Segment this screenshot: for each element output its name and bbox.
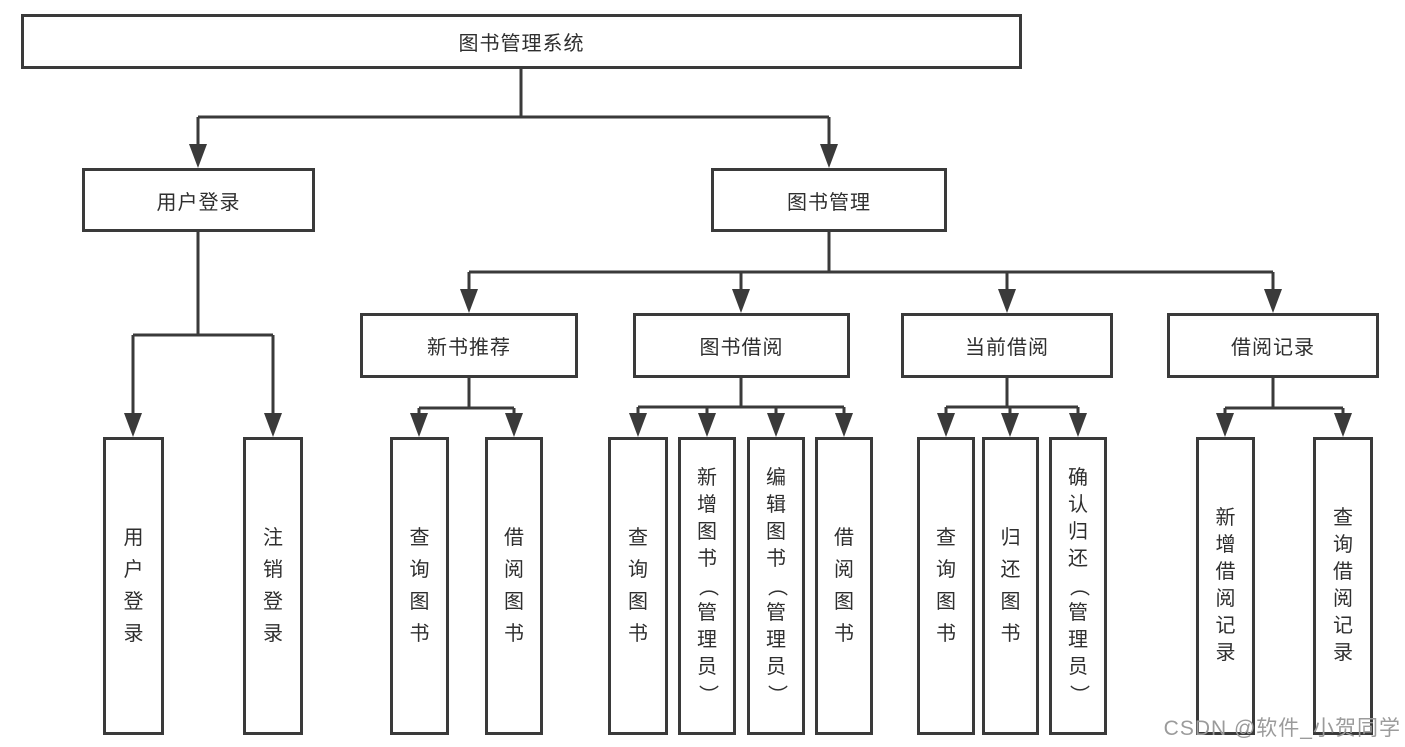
arrow-icon — [1334, 413, 1352, 437]
leaf-add-borrow-record: 新增借阅记录 — [1196, 437, 1255, 735]
leaf-query-borrow-record: 查询借阅记录 — [1313, 437, 1373, 735]
leaf-add-borrow-record-label: 新增借阅记录 — [1215, 507, 1236, 664]
node-borrowing-records: 借阅记录 — [1167, 313, 1379, 378]
leaf-query-books-recommend-label: 查询图书 — [409, 526, 430, 645]
leaf-query-books-recommend: 查询图书 — [390, 437, 449, 735]
leaf-add-book-admin: 新增图书（管理员） — [678, 437, 736, 735]
arrow-icon — [732, 289, 750, 313]
leaf-confirm-return-admin-label: 确认归还（管理员） — [1067, 466, 1090, 704]
leaf-confirm-return-admin: 确认归还（管理员） — [1049, 437, 1107, 735]
leaf-borrow-books-recommend: 借阅图书 — [485, 437, 543, 735]
arrow-icon — [998, 289, 1016, 313]
arrow-icon — [1264, 289, 1282, 313]
arrow-icon — [698, 413, 716, 437]
leaf-user-login: 用户登录 — [103, 437, 164, 735]
leaf-borrow-books-borrowing-label: 借阅图书 — [834, 526, 854, 645]
leaf-add-book-admin-label: 新增图书（管理员） — [696, 466, 719, 704]
arrow-icon — [1216, 413, 1234, 437]
leaf-return-book-label: 归还图书 — [1000, 526, 1021, 645]
arrow-icon — [460, 289, 478, 313]
node-current-borrowing: 当前借阅 — [901, 313, 1113, 378]
leaf-query-books-current: 查询图书 — [917, 437, 975, 735]
arrow-icon — [629, 413, 647, 437]
leaf-borrow-books-borrowing: 借阅图书 — [815, 437, 873, 735]
arrow-icon — [1069, 413, 1087, 437]
arrow-icon — [835, 413, 853, 437]
node-borrowing-records-label: 借阅记录 — [1231, 337, 1315, 359]
node-book-borrowing: 图书借阅 — [633, 313, 850, 378]
arrow-icon — [264, 413, 282, 437]
leaf-query-books-borrowing-label: 查询图书 — [628, 526, 648, 645]
leaf-query-books-borrowing: 查询图书 — [608, 437, 668, 735]
arrow-icon — [410, 413, 428, 437]
csdn-watermark: CSDN @软件_小贺同学 — [1163, 717, 1401, 740]
node-user-login-label: 用户登录 — [156, 191, 241, 214]
arrow-icon — [189, 144, 207, 168]
arrow-icon — [505, 413, 523, 437]
arrow-icon — [937, 413, 955, 437]
node-book-borrowing-label: 图书借阅 — [699, 337, 784, 359]
leaf-logout-label: 注销登录 — [263, 526, 283, 645]
node-root-label: 图书管理系统 — [458, 33, 585, 55]
node-current-borrowing-label: 当前借阅 — [965, 337, 1049, 359]
node-root: 图书管理系统 — [21, 14, 1022, 69]
arrow-icon — [124, 413, 142, 437]
leaf-query-books-current-label: 查询图书 — [936, 526, 956, 645]
node-book-management-label: 图书管理 — [787, 191, 871, 214]
node-user-login: 用户登录 — [82, 168, 315, 232]
leaf-logout: 注销登录 — [243, 437, 303, 735]
leaf-user-login-label: 用户登录 — [123, 526, 144, 645]
leaf-edit-book-admin-label: 编辑图书（管理员） — [765, 466, 788, 704]
arrow-icon — [1001, 413, 1019, 437]
node-new-book-recommend: 新书推荐 — [360, 313, 578, 378]
node-new-book-recommend-label: 新书推荐 — [427, 337, 511, 359]
leaf-return-book: 归还图书 — [982, 437, 1039, 735]
leaf-borrow-books-recommend-label: 借阅图书 — [504, 526, 524, 645]
arrow-icon — [820, 144, 838, 168]
arrow-icon — [767, 413, 785, 437]
leaf-edit-book-admin: 编辑图书（管理员） — [747, 437, 805, 735]
node-book-management: 图书管理 — [711, 168, 947, 232]
leaf-query-borrow-record-label: 查询借阅记录 — [1333, 507, 1353, 664]
